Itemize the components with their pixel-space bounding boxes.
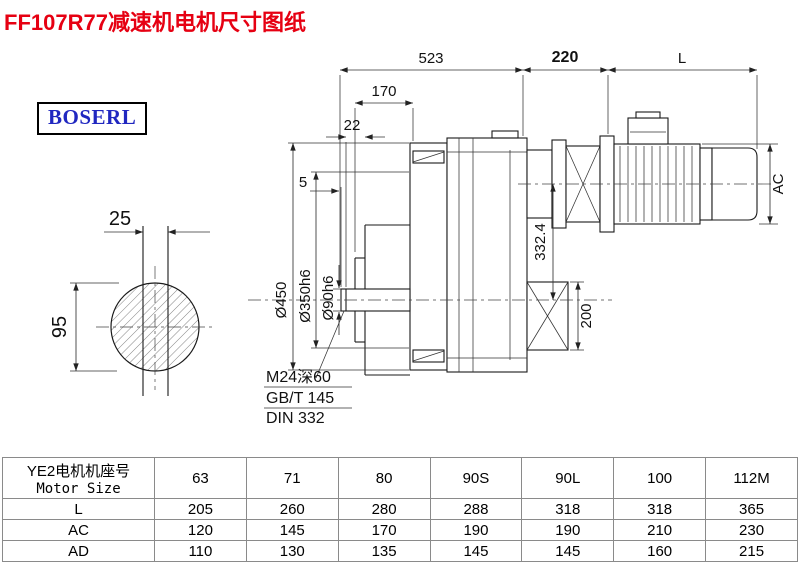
brand-logo: BOSERL [37, 102, 148, 135]
table-cell: 190 [429, 519, 523, 541]
table-cell: 318 [613, 498, 707, 520]
leader-line [315, 310, 345, 379]
size-column-header: 80 [337, 457, 431, 499]
table-cell: 135 [337, 540, 431, 562]
table-cell: 210 [613, 519, 707, 541]
dim-220-label: 220 [552, 49, 579, 66]
table-cell: 170 [337, 519, 431, 541]
dim-332-4-label: 332.4 [532, 223, 549, 261]
dim-95: 95 [49, 282, 119, 372]
table-row-AD: AD 110 130 135 145 145 160 215 [2, 540, 798, 562]
flange-bolt-top [412, 150, 445, 164]
flange-plate [409, 142, 448, 371]
dim-220: 220 [523, 49, 609, 134]
table-cell: 205 [154, 498, 247, 520]
row-label: AC [2, 519, 155, 541]
flange-bolt-bottom [412, 349, 445, 363]
motor-outline [526, 111, 758, 233]
motor-size-header-cn: YE2电机机座号 [26, 462, 131, 480]
dia-350-label: Ø350h6 [297, 269, 314, 322]
dim-22-label: 22 [344, 117, 361, 134]
table-cell: 160 [613, 540, 707, 562]
housing [446, 137, 528, 373]
dim-523: 523 [339, 50, 524, 285]
shaft-section-view: 25 95 [49, 208, 214, 396]
table-header-row: YE2电机机座号 Motor Size 63 71 80 90S 90L 100… [2, 457, 798, 499]
dim-dia-350: Ø350h6 [297, 171, 409, 349]
dim-25-label: 25 [109, 208, 131, 230]
size-column-header: 90S [429, 457, 523, 499]
table-cell: 120 [154, 519, 247, 541]
size-column-header: 90L [521, 457, 615, 499]
dim-332-4: 332.4 [532, 184, 556, 300]
dim-5-label: 5 [299, 174, 307, 191]
motor-dimension-table: YE2电机机座号 Motor Size 63 71 80 90S 90L 100… [2, 457, 798, 562]
dim-L-label: L [678, 50, 686, 67]
terminal-box-cap [635, 111, 661, 119]
note-m24: M24深60 [266, 368, 331, 386]
terminal-box [627, 117, 669, 145]
dim-170-label: 170 [371, 83, 396, 100]
size-column-header: 112M [705, 457, 798, 499]
table-cell: 130 [245, 540, 339, 562]
table-cell: 145 [429, 540, 523, 562]
dim-200-label: 200 [578, 303, 595, 328]
size-column-header: 71 [245, 457, 339, 499]
table-cell: 318 [521, 498, 615, 520]
motor-size-header-cell: YE2电机机座号 Motor Size [2, 457, 155, 499]
table-cell: 215 [705, 540, 798, 562]
page-title: FF107R77减速机电机尺寸图纸 [4, 10, 306, 35]
dim-523-label: 523 [418, 50, 443, 67]
dim-22: 22 [326, 117, 385, 287]
size-column-header: 63 [154, 457, 247, 499]
table-cell: 280 [337, 498, 431, 520]
dim-dia-450: Ø450 [273, 142, 409, 371]
dim-AC: AC [702, 143, 787, 225]
dia-450-label: Ø450 [273, 282, 290, 319]
table-cell: 288 [429, 498, 523, 520]
table-row-AC: AC 120 145 170 190 190 210 230 [2, 519, 798, 541]
table-row-L: L 205 260 280 288 318 318 365 [2, 498, 798, 520]
table-cell: 145 [521, 540, 615, 562]
shaft-end-notes: M24深60 GB/T 145 DIN 332 [264, 310, 352, 427]
technical-drawing: 25 95 523 220 L 170 22 [49, 49, 787, 427]
dim-25: 25 [104, 208, 210, 235]
row-label: L [2, 498, 155, 520]
note-din: DIN 332 [266, 410, 325, 427]
dim-L: L [608, 50, 758, 149]
dim-95-label: 95 [49, 316, 71, 338]
table-cell: 365 [705, 498, 798, 520]
dim-170: 170 [354, 83, 414, 252]
row-label: AD [2, 540, 155, 562]
table-cell: 110 [154, 540, 247, 562]
dim-AC-label: AC [770, 173, 787, 194]
dim-200: 200 [570, 281, 595, 351]
centerlines [248, 183, 772, 301]
motor-size-header-en: Motor Size [36, 480, 121, 497]
note-gbt: GB/T 145 [266, 390, 334, 407]
motor-dimension-table-wrap: YE2电机机座号 Motor Size 63 71 80 90S 90L 100… [2, 457, 798, 562]
gearbox-outline [340, 130, 569, 376]
table-cell: 260 [245, 498, 339, 520]
table-cell: 190 [521, 519, 615, 541]
table-cell: 230 [705, 519, 798, 541]
size-column-header: 100 [613, 457, 707, 499]
table-cell: 145 [245, 519, 339, 541]
dia-90-label: Ø90h6 [320, 275, 337, 320]
housing-top-boss [491, 130, 519, 139]
